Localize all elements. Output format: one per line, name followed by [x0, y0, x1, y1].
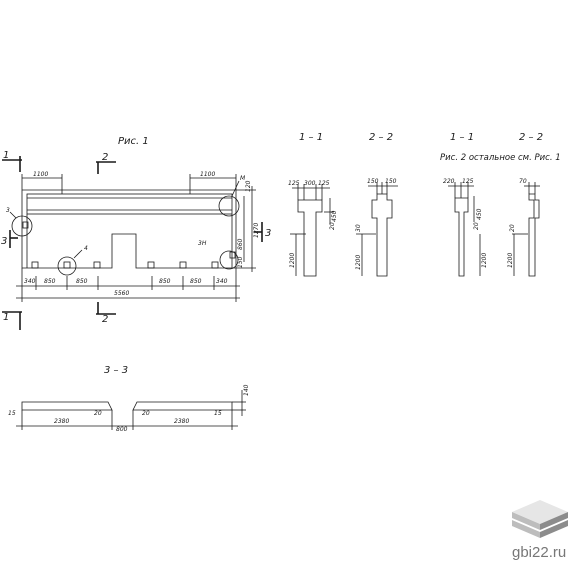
sect-2-2-drawing: 150 150 30 1200	[355, 178, 398, 277]
svg-text:150: 150	[237, 256, 244, 268]
svg-text:850: 850	[159, 278, 171, 285]
svg-text:1200: 1200	[289, 253, 296, 268]
svg-text:1100: 1100	[33, 171, 48, 178]
cut-mark-1: 1 1	[2, 150, 22, 330]
svg-text:1100: 1100	[200, 171, 215, 178]
svg-text:340: 340	[216, 278, 228, 285]
callout-4: 4	[84, 245, 88, 252]
svg-text:3: 3	[265, 228, 271, 239]
fig1-caption: Рис. 1	[118, 136, 149, 147]
svg-text:800: 800	[116, 426, 128, 433]
svg-text:1200: 1200	[481, 253, 488, 268]
sect-2-2b-label: 2 – 2	[519, 132, 543, 143]
fig1-element-outline	[21, 184, 237, 269]
svg-text:20: 20	[329, 222, 336, 230]
watermark-text: gbi22.ru	[512, 544, 566, 561]
svg-text:1: 1	[3, 312, 9, 323]
sect-1-1b-label: 1 – 1	[450, 132, 474, 143]
svg-text:1200: 1200	[355, 255, 362, 270]
svg-text:20: 20	[473, 222, 480, 230]
svg-text:850: 850	[44, 278, 56, 285]
sect-1-1-drawing: 125 300 125 450 20	[288, 180, 338, 277]
watermark-logo-icon	[512, 500, 568, 538]
fig1-bottom-dims: 340 850 850 850 850 340 5560	[16, 268, 240, 302]
sect-2-2-label: 2 – 2	[369, 132, 393, 143]
svg-text:2: 2	[102, 152, 108, 163]
svg-text:2380: 2380	[54, 418, 69, 425]
fig1-right-dims: 120 1270 860 150	[236, 180, 260, 272]
svg-text:850: 850	[76, 278, 88, 285]
svg-text:20: 20	[142, 410, 150, 417]
svg-text:125: 125	[318, 180, 330, 187]
svg-text:450: 450	[331, 210, 338, 222]
svg-text:1: 1	[3, 150, 9, 161]
cut-mark-3: 3 3	[1, 222, 271, 248]
svg-text:3: 3	[1, 236, 7, 247]
svg-text:20: 20	[94, 410, 102, 417]
svg-text:1200: 1200	[507, 253, 514, 268]
svg-text:15: 15	[8, 410, 16, 417]
fig1-top-dims: 1100 1100	[21, 171, 237, 190]
sect-3-3-drawing: 2380 800 2380 15 20 20 15 140	[8, 384, 250, 433]
sect-2-2b-drawing: 70 20 1200	[507, 178, 540, 277]
svg-text:15: 15	[214, 410, 222, 417]
svg-text:450: 450	[476, 208, 483, 220]
svg-text:220: 220	[443, 178, 455, 185]
svg-text:125: 125	[462, 178, 474, 185]
sect-1-1-label: 1 – 1	[299, 132, 323, 143]
svg-text:860: 860	[237, 238, 244, 250]
sect-1-1b-drawing: 220 125 450 20 1200	[443, 178, 488, 277]
sect-3-3-label: 3 – 3	[104, 365, 128, 376]
svg-text:20: 20	[509, 224, 516, 232]
svg-text:150: 150	[385, 178, 397, 185]
svg-text:2380: 2380	[174, 418, 189, 425]
cut-mark-2: 2 2	[96, 152, 116, 325]
callouts: 3 4 M 3Н	[6, 175, 246, 276]
fig2-caption: Рис. 2 остальное см. Рис. 1	[440, 153, 561, 163]
svg-text:2: 2	[102, 314, 108, 325]
svg-text:140: 140	[243, 384, 250, 396]
sect-1-1-bottom-dim: 1200	[289, 233, 306, 276]
svg-text:150: 150	[367, 178, 379, 185]
svg-text:120: 120	[245, 180, 252, 192]
callout-m: M	[240, 175, 246, 182]
dim-total: 5560	[114, 290, 129, 297]
svg-text:850: 850	[190, 278, 202, 285]
svg-text:1270: 1270	[253, 223, 260, 238]
svg-text:125: 125	[288, 180, 300, 187]
svg-text:300: 300	[304, 180, 316, 187]
svg-text:70: 70	[519, 178, 527, 185]
svg-text:30: 30	[355, 224, 362, 232]
callout-3: 3	[6, 207, 10, 214]
callout-3n: 3Н	[198, 240, 207, 247]
svg-text:340: 340	[24, 278, 36, 285]
